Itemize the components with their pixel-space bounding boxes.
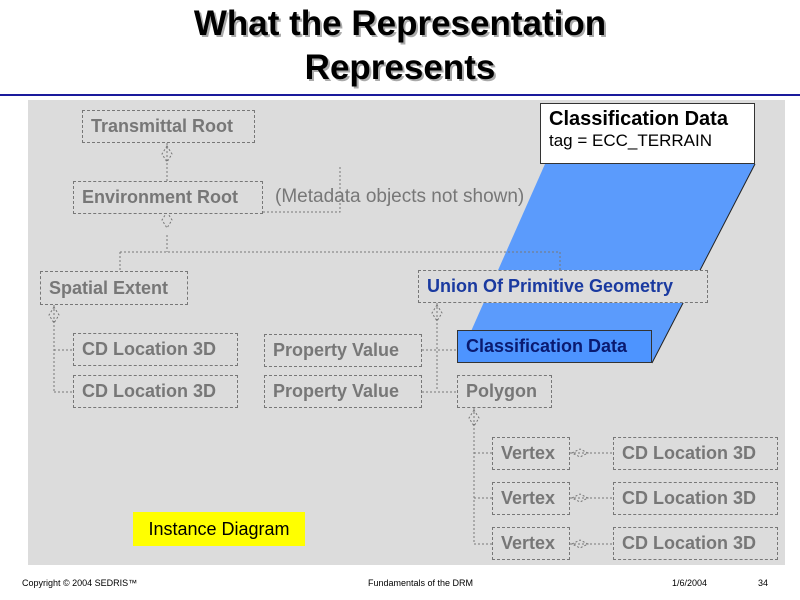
property-value-box: Property Value	[264, 334, 422, 367]
transmittal-root-box: Transmittal Root	[82, 110, 255, 143]
cd-location-box: CD Location 3D	[73, 375, 238, 408]
spatial-extent-box: Spatial Extent	[40, 271, 188, 305]
classification-popup: Classification Data tag = ECC_TERRAIN	[540, 103, 755, 164]
footer-date: 1/6/2004	[672, 578, 708, 588]
cd-location-box: CD Location 3D	[613, 437, 778, 470]
environment-root-box: Environment Root	[73, 181, 263, 214]
footer-page: 34	[758, 578, 769, 588]
cd-location-box: CD Location 3D	[613, 527, 778, 560]
instance-diagram-label: Instance Diagram	[133, 512, 305, 546]
vertex-box: Vertex	[492, 527, 570, 560]
classification-data-box: Classification Data	[457, 330, 652, 363]
vertex-box: Vertex	[492, 482, 570, 515]
union-of-primitive-geometry-box: Union Of Primitive Geometry	[418, 270, 708, 303]
vertex-box: Vertex	[492, 437, 570, 470]
polygon-box: Polygon	[457, 375, 552, 408]
footer-copyright: Copyright © 2004 SEDRIS™	[22, 578, 138, 588]
property-value-box: Property Value	[264, 375, 422, 408]
footer-course: Fundamentals of the DRM	[368, 578, 474, 588]
cd-location-box: CD Location 3D	[613, 482, 778, 515]
popup-tag: tag = ECC_TERRAIN	[549, 131, 712, 150]
popup-heading: Classification Data	[549, 108, 728, 130]
cd-location-box: CD Location 3D	[73, 333, 238, 366]
title-rule	[0, 94, 800, 96]
metadata-note: (Metadata objects not shown)	[275, 186, 525, 207]
